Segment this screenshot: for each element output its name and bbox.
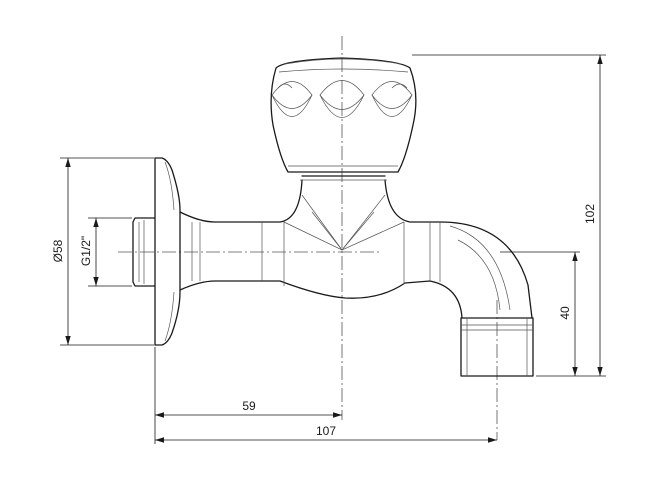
dim-thread-size: G1/2"	[79, 236, 93, 266]
handle-neck	[300, 175, 387, 181]
tap-handle	[270, 57, 417, 173]
spout-outlet	[460, 317, 534, 377]
thread-connector	[132, 217, 156, 287]
dim-overall-length: 107	[316, 424, 336, 438]
dim-total-height: 102	[583, 204, 597, 224]
wall-flange	[154, 157, 181, 346]
dimension-lines	[65, 55, 603, 443]
dim-flange-diameter: Ø58	[51, 239, 65, 262]
dim-axis-to-wall: 59	[242, 399, 256, 413]
center-lines	[118, 36, 498, 440]
dim-spout-height: 40	[558, 306, 572, 320]
tap-body	[179, 179, 533, 319]
